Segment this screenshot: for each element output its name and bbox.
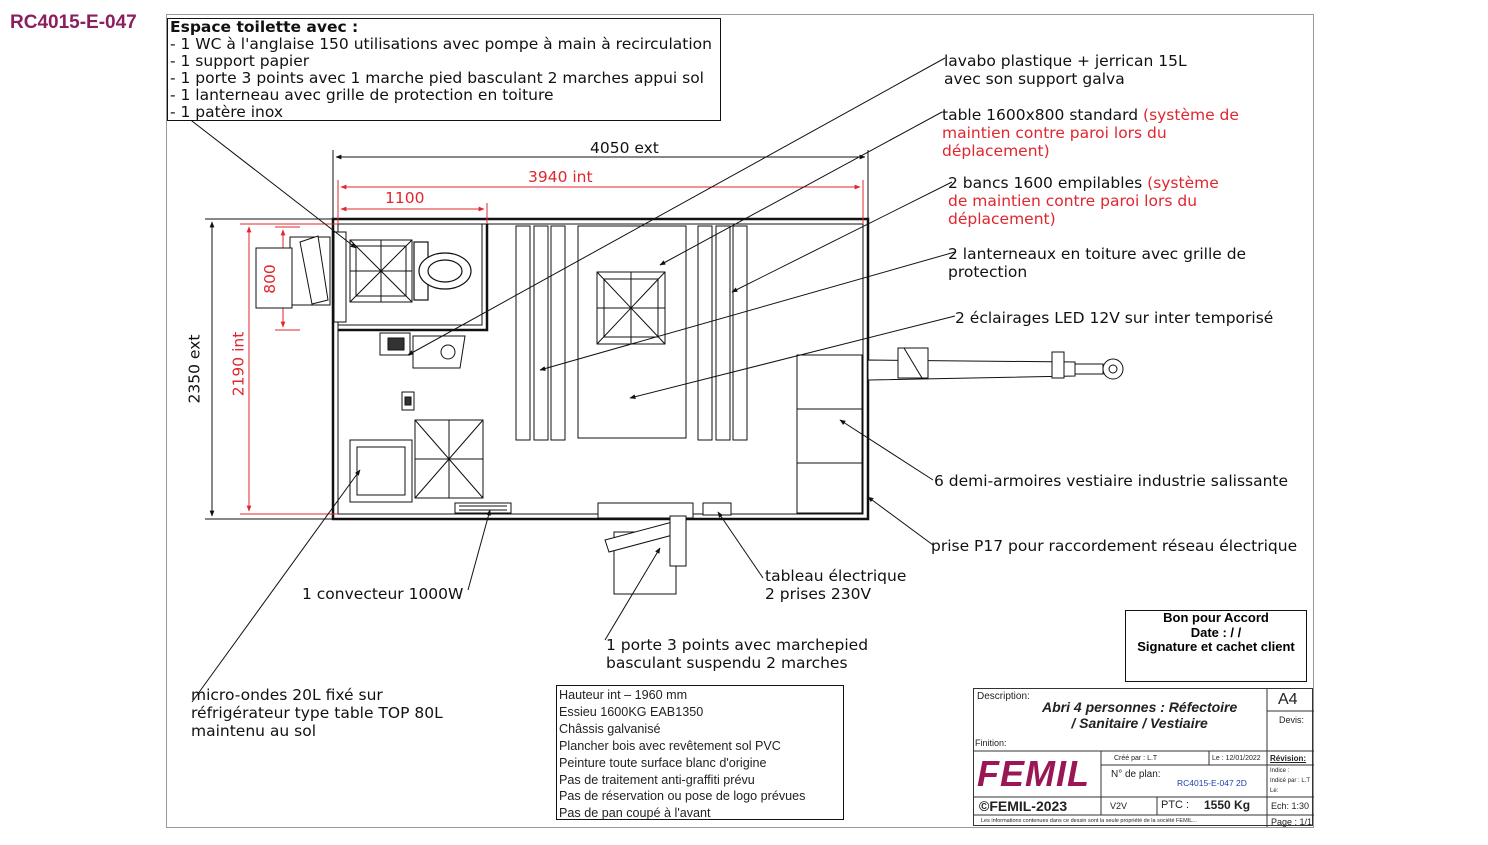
wc-equipment-box: Espace toilette avec : - 1 WC à l'anglai… [167,18,721,121]
label-table-note: déplacement) [942,142,1050,160]
label-bancs-note: déplacement) [948,210,1056,228]
description-line: Abri 4 personnes : Réfectoire [1042,699,1238,715]
spec-line: Essieu 1600KG EAB1350 [559,704,704,719]
label-lavabo-line: lavabo plastique + jerrican 15L [944,52,1187,70]
label-microondes-line: maintenu au sol [191,722,317,740]
benches-table [515,225,748,441]
plan-number: RC4015-E-047 2D [1177,778,1247,788]
description-text: Abri 4 personnes : Réfectoire / Sanitair… [1042,699,1237,731]
label-tableau-line: 2 prises 230V [765,585,872,603]
lockers [796,354,863,514]
dim-door-width: 800 [260,264,279,294]
ptc-value: 1550 Kg [1204,798,1251,812]
label-table-note: (système de [1143,106,1239,124]
finition-label: Finition: [975,738,1007,748]
label-lavabo-line: avec son support galva [944,70,1125,88]
label-lanterneaux: 2 lanterneaux en toiture avec grille de … [948,245,1246,281]
label-eclairages: 2 éclairages LED 12V sur inter temporisé [955,309,1274,327]
disclaimer: Les informations contenues dans ce dessi… [981,818,1197,824]
main-skylight [596,271,666,345]
femil-logo: FEMIL [977,753,1090,794]
scale: Ech: 1:30 [1271,801,1310,811]
wc-box-line: - 1 porte 3 points avec 1 marche pied ba… [170,69,704,87]
devis-label: Devis: [1279,715,1305,725]
format-label: A4 [1278,691,1298,708]
copyright: ©FEMIL-2023 [979,798,1068,814]
ptc-label: PTC : [1161,799,1190,811]
label-prise: prise P17 pour raccordement réseau élect… [931,537,1298,555]
label-lanterneaux-line: protection [948,263,1028,281]
specifications-box: Hauteur int – 1960 mm Essieu 1600KG EAB1… [556,685,844,820]
indice-label: Indice : [1270,768,1290,774]
label-microondes: micro-ondes 20L fixé sur réfrigérateur t… [191,686,443,740]
approval-title: Bon pour Accord [1163,610,1269,625]
convector [454,502,512,514]
approval-signature: Signature et cachet client [1137,639,1295,654]
plan-label: N° de plan: [1111,769,1161,780]
spec-line: Peinture toute surface blanc d'origine [559,755,767,770]
description-line: / Sanitaire / Vestiaire [1071,715,1208,731]
lavabo [379,332,466,369]
label-porte-line: 1 porte 3 points avec marchepied [606,636,869,654]
label-table-text: table 1600x800 standard [942,106,1139,124]
spec-line: Hauteur int – 1960 mm [559,688,688,702]
label-bancs-note: de maintien contre paroi lors du [948,192,1198,210]
wc-box-line: - 1 support papier [170,52,310,70]
label-bancs: 2 bancs 1600 empilables (système de main… [948,174,1219,228]
label-armoires: 6 demi-armoires vestiaire industrie sali… [934,472,1289,490]
wc-toilet [413,241,472,301]
label-microondes-line: micro-ondes 20L fixé sur [191,686,383,704]
spec-line: Pas de pan coupé à l'avant [559,806,711,821]
dim-int-width: 2190 int [229,331,248,397]
dim-ext-length: 4050 ext [590,139,659,157]
approval-box: Bon pour Accord Date : / / Signature et … [1125,610,1307,682]
revision-label: Révision: [1270,754,1307,763]
created-date: Le : 12/01/2022 [1212,755,1261,762]
label-tableau-line: tableau électrique [765,567,907,585]
label-lanterneaux-line: 2 lanterneaux en toiture avec grille de [948,245,1247,263]
main-door [597,502,732,595]
title-block-grid [974,689,1314,827]
label-bancs-text: 2 bancs 1600 empilables [948,174,1143,192]
spec-line: Pas de réservation ou pose de logo prévu… [559,789,806,804]
description-label: Description: [977,691,1030,702]
leader-lines [169,57,956,703]
label-convecteur: 1 convecteur 1000W [302,585,464,603]
page-number: Page : 1/1 [1271,817,1313,827]
label-table-note: maintien contre paroi lors du [942,124,1167,142]
label-porte-line: basculant suspendu 2 marches [606,654,848,672]
version: V2V [1110,801,1128,811]
dimension-lines-red [240,180,864,515]
label-lavabo: lavabo plastique + jerrican 15L avec son… [944,52,1187,88]
fridge-microwave [349,419,484,503]
wc-box-line: - 1 patère inox [170,103,284,121]
title-block: Description: Abri 4 personnes : Réfectoi… [973,688,1314,827]
spec-line: Pas de traitement anti-graffiti prévu [559,772,755,787]
spec-line: Plancher bois avec revêtement sol PVC [559,738,781,753]
drawing-reference: RC4015-E-047 [10,12,137,33]
indice-date: Le: [1270,788,1279,794]
drawing-frame [166,14,1314,828]
dimension-lines-black [205,150,869,520]
label-microondes-line: réfrigérateur type table TOP 80L [191,704,443,722]
wc-skylight [349,239,413,303]
created-by: Créé par : L.T [1114,755,1158,762]
dim-wc-width: 1100 [385,189,425,207]
label-table: table 1600x800 standard (système de main… [942,106,1239,160]
label-porte: 1 porte 3 points avec marchepied bascula… [606,636,868,672]
drawbar [867,347,1124,381]
label-tableau: tableau électrique 2 prises 230V [765,567,906,603]
indice-by: Indicé par : L.T [1270,778,1311,784]
wc-box-heading: Espace toilette avec : [170,18,359,36]
wc-door [255,231,347,323]
spec-line: Châssis galvanisé [559,721,661,736]
dim-ext-width: 2350 ext [185,334,204,404]
wc-box-line: - 1 lanterneau avec grille de protection… [170,86,554,104]
label-bancs-note: (système [1147,174,1219,192]
wc-box-line: - 1 WC à l'anglaise 150 utilisations ave… [170,35,712,53]
approval-date: Date : / / [1190,624,1242,640]
dim-int-length: 3940 int [528,168,593,186]
